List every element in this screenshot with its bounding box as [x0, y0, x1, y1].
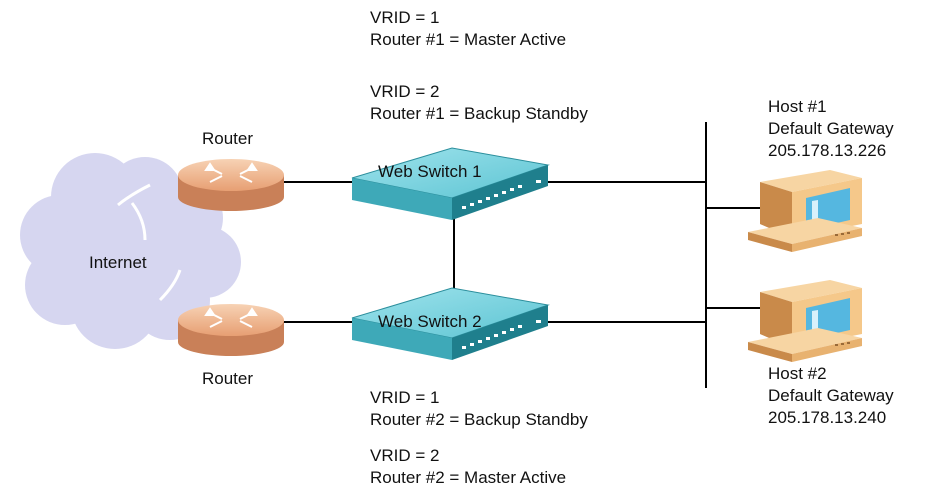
host-1-name: Host #1 [768, 97, 827, 116]
host-1-computer-icon [748, 170, 862, 252]
bottom-vrid2-line1: VRID = 2 [370, 446, 440, 465]
web-switch-2-label: Web Switch 2 [378, 312, 482, 331]
internet-label: Internet [89, 253, 147, 272]
connection-lines [282, 122, 760, 388]
host-1-gateway-label: Default Gateway [768, 119, 894, 138]
cloud-highlight [117, 183, 182, 302]
host-2-gateway-label: Default Gateway [768, 386, 894, 405]
host-2-ip: 205.178.13.240 [768, 408, 887, 427]
host-1-ip: 205.178.13.226 [768, 141, 887, 160]
web-switch-1-label: Web Switch 1 [378, 162, 482, 181]
router-bottom-label: Router [202, 369, 254, 388]
web-switch-1 [351, 147, 550, 220]
bottom-vrid1-line1: VRID = 1 [370, 388, 440, 407]
web-switch-2 [351, 287, 550, 360]
top-vrid2-line2: Router #1 = Backup Standby [370, 104, 588, 123]
host-2-name: Host #2 [768, 364, 827, 383]
router-bottom [178, 304, 284, 356]
router-top [178, 159, 284, 211]
top-vrid1-line2: Router #1 = Master Active [370, 30, 567, 49]
top-vrid2-line1: VRID = 2 [370, 82, 440, 101]
router-top-label: Router [202, 129, 254, 148]
bottom-vrid1-line2: Router #2 = Backup Standby [370, 410, 588, 429]
bottom-vrid2-line2: Router #2 = Master Active [370, 468, 567, 487]
host-2-computer-icon [748, 280, 862, 362]
top-vrid1-line1: VRID = 1 [370, 8, 440, 27]
